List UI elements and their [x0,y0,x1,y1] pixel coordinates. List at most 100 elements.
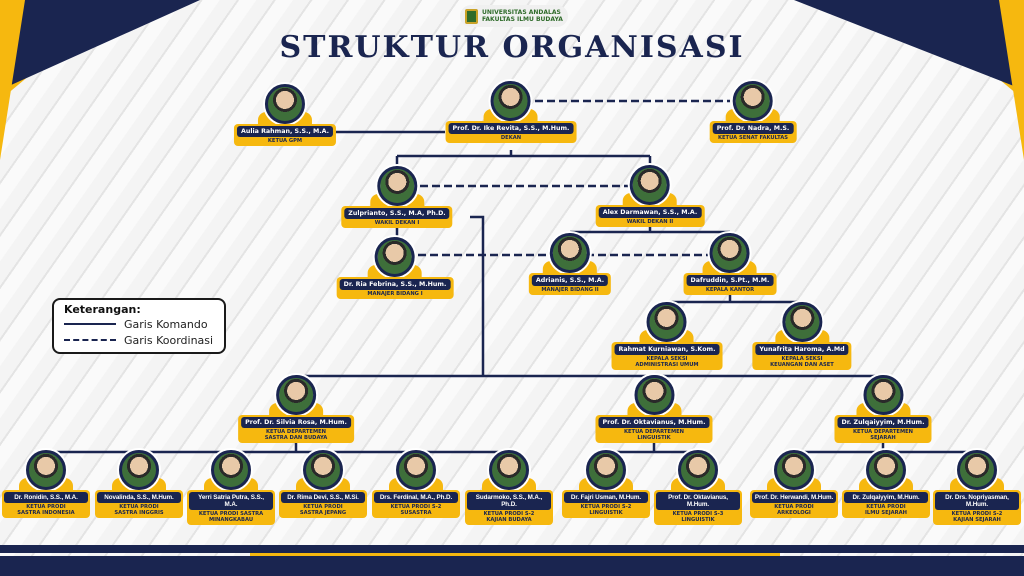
org-node: Dr. Ria Febrina, S.S., M.Hum. MANAJER BI… [336,237,454,299]
org-node: Yunafrita Haroma, A.Md KEPALA SEKSI KEUA… [752,302,852,370]
footer-stripe [250,553,780,556]
org-node: Dr. Fajri Usman, M.Hum. KETUA PRODI S-2 … [562,450,650,518]
node-label: Rahmat Kurniawan, S.Kom. KEPALA SEKSI AD… [611,342,723,370]
org-node: Adrianis, S.S., M.A. MANAJER BIDANG II [528,233,612,295]
person-name: Dr. Rima Devi, S.S., M.Si. [281,492,365,503]
node-label: Alex Darmawan, S.S., M.A. WAKIL DEKAN II [595,205,705,227]
org-node: Prof. Dr. Ike Revita, S.S., M.Hum. DEKAN [445,81,577,143]
dashed-line-sample [64,339,116,341]
corner-decoration [0,0,25,160]
node-label: Novalinda, S.S., M.Hum. KETUA PRODI SAST… [95,490,183,518]
node-label: Yunafrita Haroma, A.Md KEPALA SEKSI KEUA… [752,342,852,370]
person-name: Dr. Zulqaiyyim, M.Hum. [844,492,928,503]
faculty-name: FAKULTAS ILMU BUDAYA [482,16,563,23]
legend: Keterangan: Garis Komando Garis Koordina… [52,298,226,354]
org-node: Yerri Satria Putra, S.S., M.A. KETUA PRO… [187,450,275,525]
avatar [732,81,773,121]
node-label: Prof. Dr. Oktavianus, M.Hum. KETUA PRODI… [654,490,742,525]
person-name: Prof. Dr. Ike Revita, S.S., M.Hum. [448,123,574,134]
node-label: Prof. Dr. Herwandi, M.Hum. KETUA PRODI A… [750,490,838,518]
avatar [646,302,687,342]
person-name: Dr. Ria Febrina, S.S., M.Hum. [339,279,451,290]
org-node: Dr. Rima Devi, S.S., M.Si. KETUA PRODI S… [279,450,367,518]
footer-stripe [0,545,1024,553]
person-name: Dr. Zulqaiyyim, M.Hum. [837,417,929,428]
org-node: Dr. Ronidin, S.S., M.A. KETUA PRODI SAST… [2,450,90,518]
node-label: Yerri Satria Putra, S.S., M.A. KETUA PRO… [187,490,275,525]
position-title: KEPALA SEKSI KEUANGAN DAN ASET [770,356,834,368]
person-name: Prof. Dr. Nadra, M.S. [712,123,794,134]
person-name: Novalinda, S.S., M.Hum. [97,492,181,503]
person-name: Sudarmoko, S.S., M.A., Ph.D. [467,492,551,510]
command-line [46,130,977,454]
person-name: Zulprianto, S.S., M.A, Ph.D. [344,208,450,219]
node-label: Prof. Dr. Nadra, M.S. KETUA SENAT FAKULT… [709,121,797,143]
person-name: Yerri Satria Putra, S.S., M.A. [189,492,273,510]
position-title: KETUA PRODI SASTRA MINANGKABAU [198,511,264,523]
avatar [119,450,159,490]
node-label: Dr. Rima Devi, S.S., M.Si. KETUA PRODI S… [279,490,367,518]
person-name: Adrianis, S.S., M.A. [531,275,609,286]
position-title: KETUA PRODI SASTRA JEPANG [299,504,347,516]
avatar [549,233,590,273]
org-node: Dr. Zulqaiyyim, M.Hum. KETUA DEPARTEMEN … [834,375,932,443]
avatar [866,450,906,490]
corner-decoration [999,0,1024,160]
emblem-icon [465,8,478,24]
footer-stripe [0,556,1024,576]
node-label: Sudarmoko, S.S., M.A., Ph.D. KETUA PRODI… [465,490,553,525]
legend-dashed-label: Garis Koordinasi [124,333,214,347]
position-title: KETUA SENAT FAKULTAS [717,135,788,141]
node-label: Dr. Ria Febrina, S.S., M.Hum. MANAJER BI… [336,277,454,299]
person-name: Rahmat Kurniawan, S.Kom. [614,344,720,355]
legend-solid-label: Garis Komando [124,317,208,331]
avatar [630,165,670,205]
person-name: Prof. Dr. Silvia Rosa, M.Hum. [241,417,351,428]
avatar [303,450,343,490]
avatar [265,84,305,124]
university-name: UNIVERSITAS ANDALAS [482,9,561,16]
avatar [678,450,718,490]
avatar [491,81,531,121]
avatar [957,450,997,490]
position-title: KETUA PRODI ILMU SEJARAH [865,504,907,516]
org-node: Dafruddin, S.Pt., M.M. KEPALA KANTOR [683,233,777,295]
position-title: KETUA PRODI SASTRA INGGRIS [114,504,164,516]
org-node: Drs. Ferdinal, M.A., Ph.D. KETUA PRODI S… [372,450,460,518]
position-title: KETUA GPM [267,138,303,144]
node-label: Dr. Fajri Usman, M.Hum. KETUA PRODI S-2 … [562,490,650,518]
person-name: Prof. Dr. Herwandi, M.Hum. [752,492,836,503]
position-title: KEPALA SEKSI ADMINISTRASI UMUM [635,356,699,368]
position-title: KETUA PRODI S-2 LINGUISTIK [580,504,632,516]
avatar [634,375,674,415]
avatar [586,450,626,490]
avatar [211,450,251,490]
avatar [26,450,66,490]
person-name: Dr. Ronidin, S.S., M.A. [4,492,88,503]
avatar [489,450,529,490]
avatar [709,233,750,273]
org-node: Dr. Zulqaiyyim, M.Hum. KETUA PRODI ILMU … [842,450,930,518]
node-label: Dafruddin, S.Pt., M.M. KEPALA KANTOR [683,273,777,295]
position-title: WAKIL DEKAN II [626,219,674,225]
person-name: Dr. Fajri Usman, M.Hum. [564,492,648,503]
solid-line-sample [64,323,116,325]
org-node: Sudarmoko, S.S., M.A., Ph.D. KETUA PRODI… [465,450,553,525]
position-title: WAKIL DEKAN I [374,220,420,226]
avatar [863,375,903,415]
org-node: Aulia Rahman, S.S., M.A. KETUA GPM [233,84,337,146]
node-label: Dr. Ronidin, S.S., M.A. KETUA PRODI SAST… [2,490,90,518]
person-name: Prof. Dr. Oktavianus, M.Hum. [598,417,710,428]
avatar [376,166,417,206]
position-title: KETUA DEPARTEMEN SEJARAH [852,429,914,441]
org-node: Prof. Dr. Silvia Rosa, M.Hum. KETUA DEPA… [238,375,354,443]
position-title: KETUA DEPARTEMEN SASTRA DAN BUDAYA [264,429,328,441]
position-title: MANAJER BIDANG II [541,287,599,293]
org-node: Prof. Dr. Nadra, M.S. KETUA SENAT FAKULT… [709,81,797,143]
org-node: Prof. Dr. Herwandi, M.Hum. KETUA PRODI A… [750,450,838,518]
avatar [375,237,415,277]
legend-title: Keterangan: [64,303,141,316]
node-label: Drs. Ferdinal, M.A., Ph.D. KETUA PRODI S… [372,490,460,518]
org-node: Dr. Drs. Nopriyasman, M.Hum. KETUA PRODI… [933,450,1021,525]
